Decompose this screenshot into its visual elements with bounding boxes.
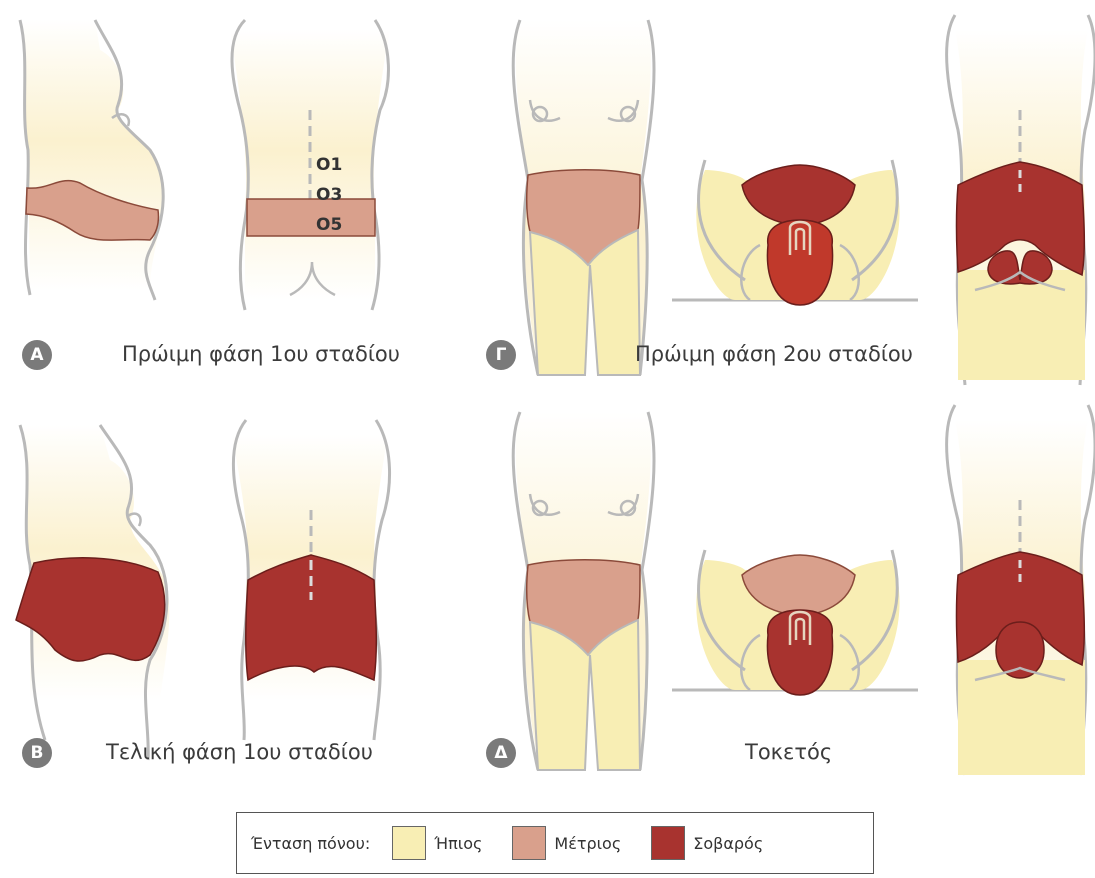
- panel-a-caption: Πρώιμη φάση 1ου σταδίου: [122, 342, 400, 366]
- legend-label-mild: Ήπιος: [434, 834, 482, 853]
- vertebra-label-o5: O5: [316, 215, 342, 235]
- panel-d-pelvis-view: [672, 550, 918, 695]
- panel-d-back-view: [947, 405, 1095, 775]
- legend-item-severe: Σοβαρός: [651, 826, 763, 860]
- pain-intensity-legend: Ένταση πόνου: Ήπιος Μέτριος Σοβαρός: [236, 812, 874, 874]
- legend-label-severe: Σοβαρός: [693, 834, 763, 853]
- panel-c-caption: Πρώιμη φάση 2ου σταδίου: [635, 342, 913, 366]
- panel-a-badge: Α: [22, 340, 52, 370]
- legend-item-mild: Ήπιος: [392, 826, 482, 860]
- vertebra-label-o3: O3: [316, 185, 342, 205]
- panel-a-back-view: [230, 20, 390, 310]
- panel-d-caption: Τοκετός: [745, 740, 832, 764]
- panel-c-back-view: [947, 15, 1095, 385]
- severe-buttocks-d: [996, 622, 1044, 678]
- legend-swatch-severe: [651, 826, 685, 860]
- moderate-band-back: [247, 199, 375, 236]
- panel-c-front-view: [513, 20, 654, 375]
- panel-a-side-view: [20, 20, 163, 300]
- legend-item-moderate: Μέτριος: [512, 826, 621, 860]
- severe-perineum-d: [767, 610, 832, 695]
- panel-b-badge: Β: [22, 738, 52, 768]
- legend-title: Ένταση πόνου:: [251, 834, 370, 853]
- panel-b-caption: Τελική φάση 1ου σταδίου: [106, 740, 373, 764]
- legend-swatch-mild: [392, 826, 426, 860]
- panel-b-back-view: [232, 420, 390, 740]
- panel-d-badge: Δ: [486, 738, 516, 768]
- vertebra-label-o1: O1: [316, 155, 342, 175]
- panel-c-pelvis-view: [672, 160, 918, 305]
- severe-perineum: [767, 220, 832, 305]
- legend-label-moderate: Μέτριος: [554, 834, 621, 853]
- panel-c-badge: Γ: [486, 340, 516, 370]
- severe-region-back: [246, 555, 377, 680]
- legend-swatch-moderate: [512, 826, 546, 860]
- panel-d-front-view: [513, 412, 654, 770]
- panel-b-side-view: [16, 425, 169, 760]
